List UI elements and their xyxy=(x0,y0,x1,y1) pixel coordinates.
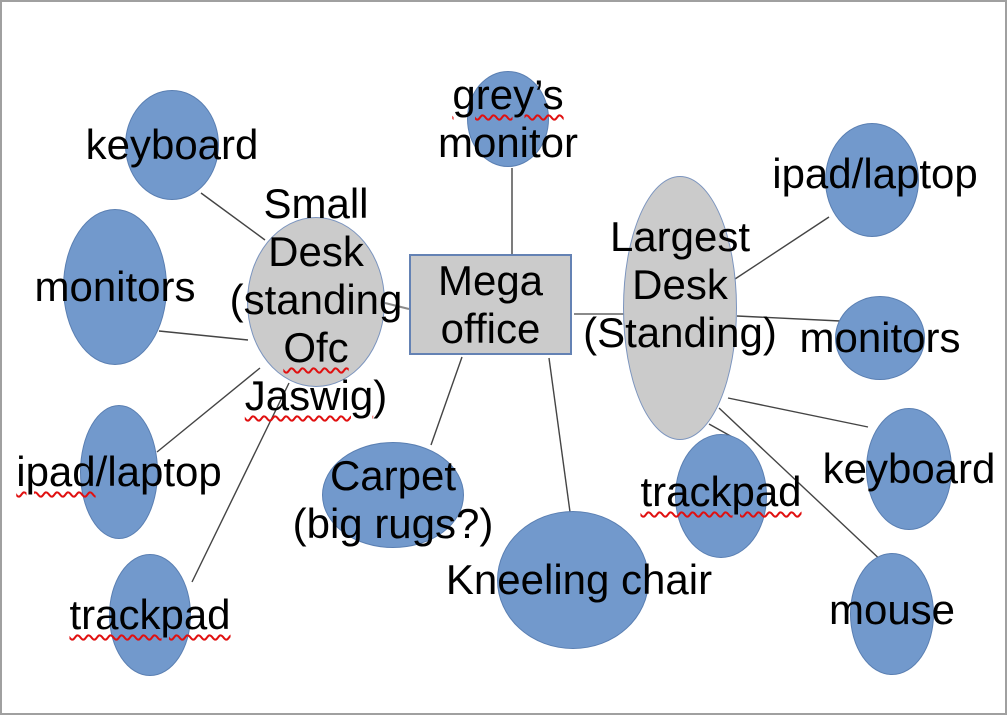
edge-small-desk-keyboard-left[interactable] xyxy=(200,192,266,241)
edge-largest-desk-keyboard-right[interactable] xyxy=(727,397,869,428)
node-label: trackpad xyxy=(69,591,231,638)
node-mouse[interactable]: mouse xyxy=(829,553,955,675)
ellipse-shape xyxy=(80,405,158,539)
node-label: keyboard xyxy=(822,445,996,492)
node-monitors-right[interactable]: monitors xyxy=(799,296,961,380)
ellipse-shape xyxy=(497,511,649,649)
ellipse-shape xyxy=(125,90,219,200)
node-label: keyboard xyxy=(85,121,259,168)
edge-largest-desk-mouse[interactable] xyxy=(718,407,887,566)
node-trackpad-left[interactable]: trackpad xyxy=(69,554,231,676)
node-keyboard-left[interactable]: keyboard xyxy=(86,90,258,200)
edge-small-desk-ipad-laptop-left[interactable] xyxy=(156,367,261,453)
edge-largest-desk-monitors-right[interactable] xyxy=(736,315,841,322)
ellipse-shape xyxy=(63,209,167,365)
node-kneeling-chair[interactable]: Kneeling chair xyxy=(446,511,712,649)
edge-largest-desk-ipad-laptop-right[interactable] xyxy=(734,216,830,280)
node-label: trackpad xyxy=(640,468,802,515)
edge-mega-office-kneeling-chair[interactable] xyxy=(548,357,571,513)
edge-small-desk-monitors-left[interactable] xyxy=(158,330,249,341)
ellipse-shape xyxy=(825,123,919,237)
node-label: Carpet(big rugs?) xyxy=(292,452,494,547)
node-label: monitors xyxy=(799,314,961,361)
node-trackpad-right[interactable]: trackpad xyxy=(640,434,802,558)
node-label: mouse xyxy=(828,586,956,633)
rectangle-shape xyxy=(409,254,572,355)
edge-small-desk-trackpad-left[interactable] xyxy=(191,382,290,583)
ellipse-shape xyxy=(247,217,385,387)
ellipse-shape xyxy=(675,434,767,558)
ellipse-shape xyxy=(623,176,737,440)
node-ipad-laptop-right[interactable]: ipad/laptop xyxy=(772,123,978,237)
ellipse-shape xyxy=(322,442,464,548)
node-label: ipad/laptop xyxy=(16,448,222,495)
ellipse-shape xyxy=(866,408,952,530)
edge-small-desk-mega-office[interactable] xyxy=(384,302,410,310)
node-label: monitors xyxy=(34,263,196,310)
ellipse-shape xyxy=(109,554,191,676)
ellipse-shape xyxy=(467,71,549,167)
node-keyboard-right[interactable]: keyboard xyxy=(823,408,995,530)
ellipse-shape xyxy=(835,296,925,380)
node-carpet[interactable]: Carpet(big rugs?) xyxy=(293,442,493,548)
node-label: Kneeling chair xyxy=(445,556,713,603)
edge-mega-office-carpet[interactable] xyxy=(430,356,463,446)
ellipse-shape xyxy=(850,553,934,675)
node-monitors-left[interactable]: monitors xyxy=(34,209,196,365)
node-ipad-laptop-left[interactable]: ipad/laptop xyxy=(16,405,222,539)
node-label: ipad/laptop xyxy=(772,150,978,197)
